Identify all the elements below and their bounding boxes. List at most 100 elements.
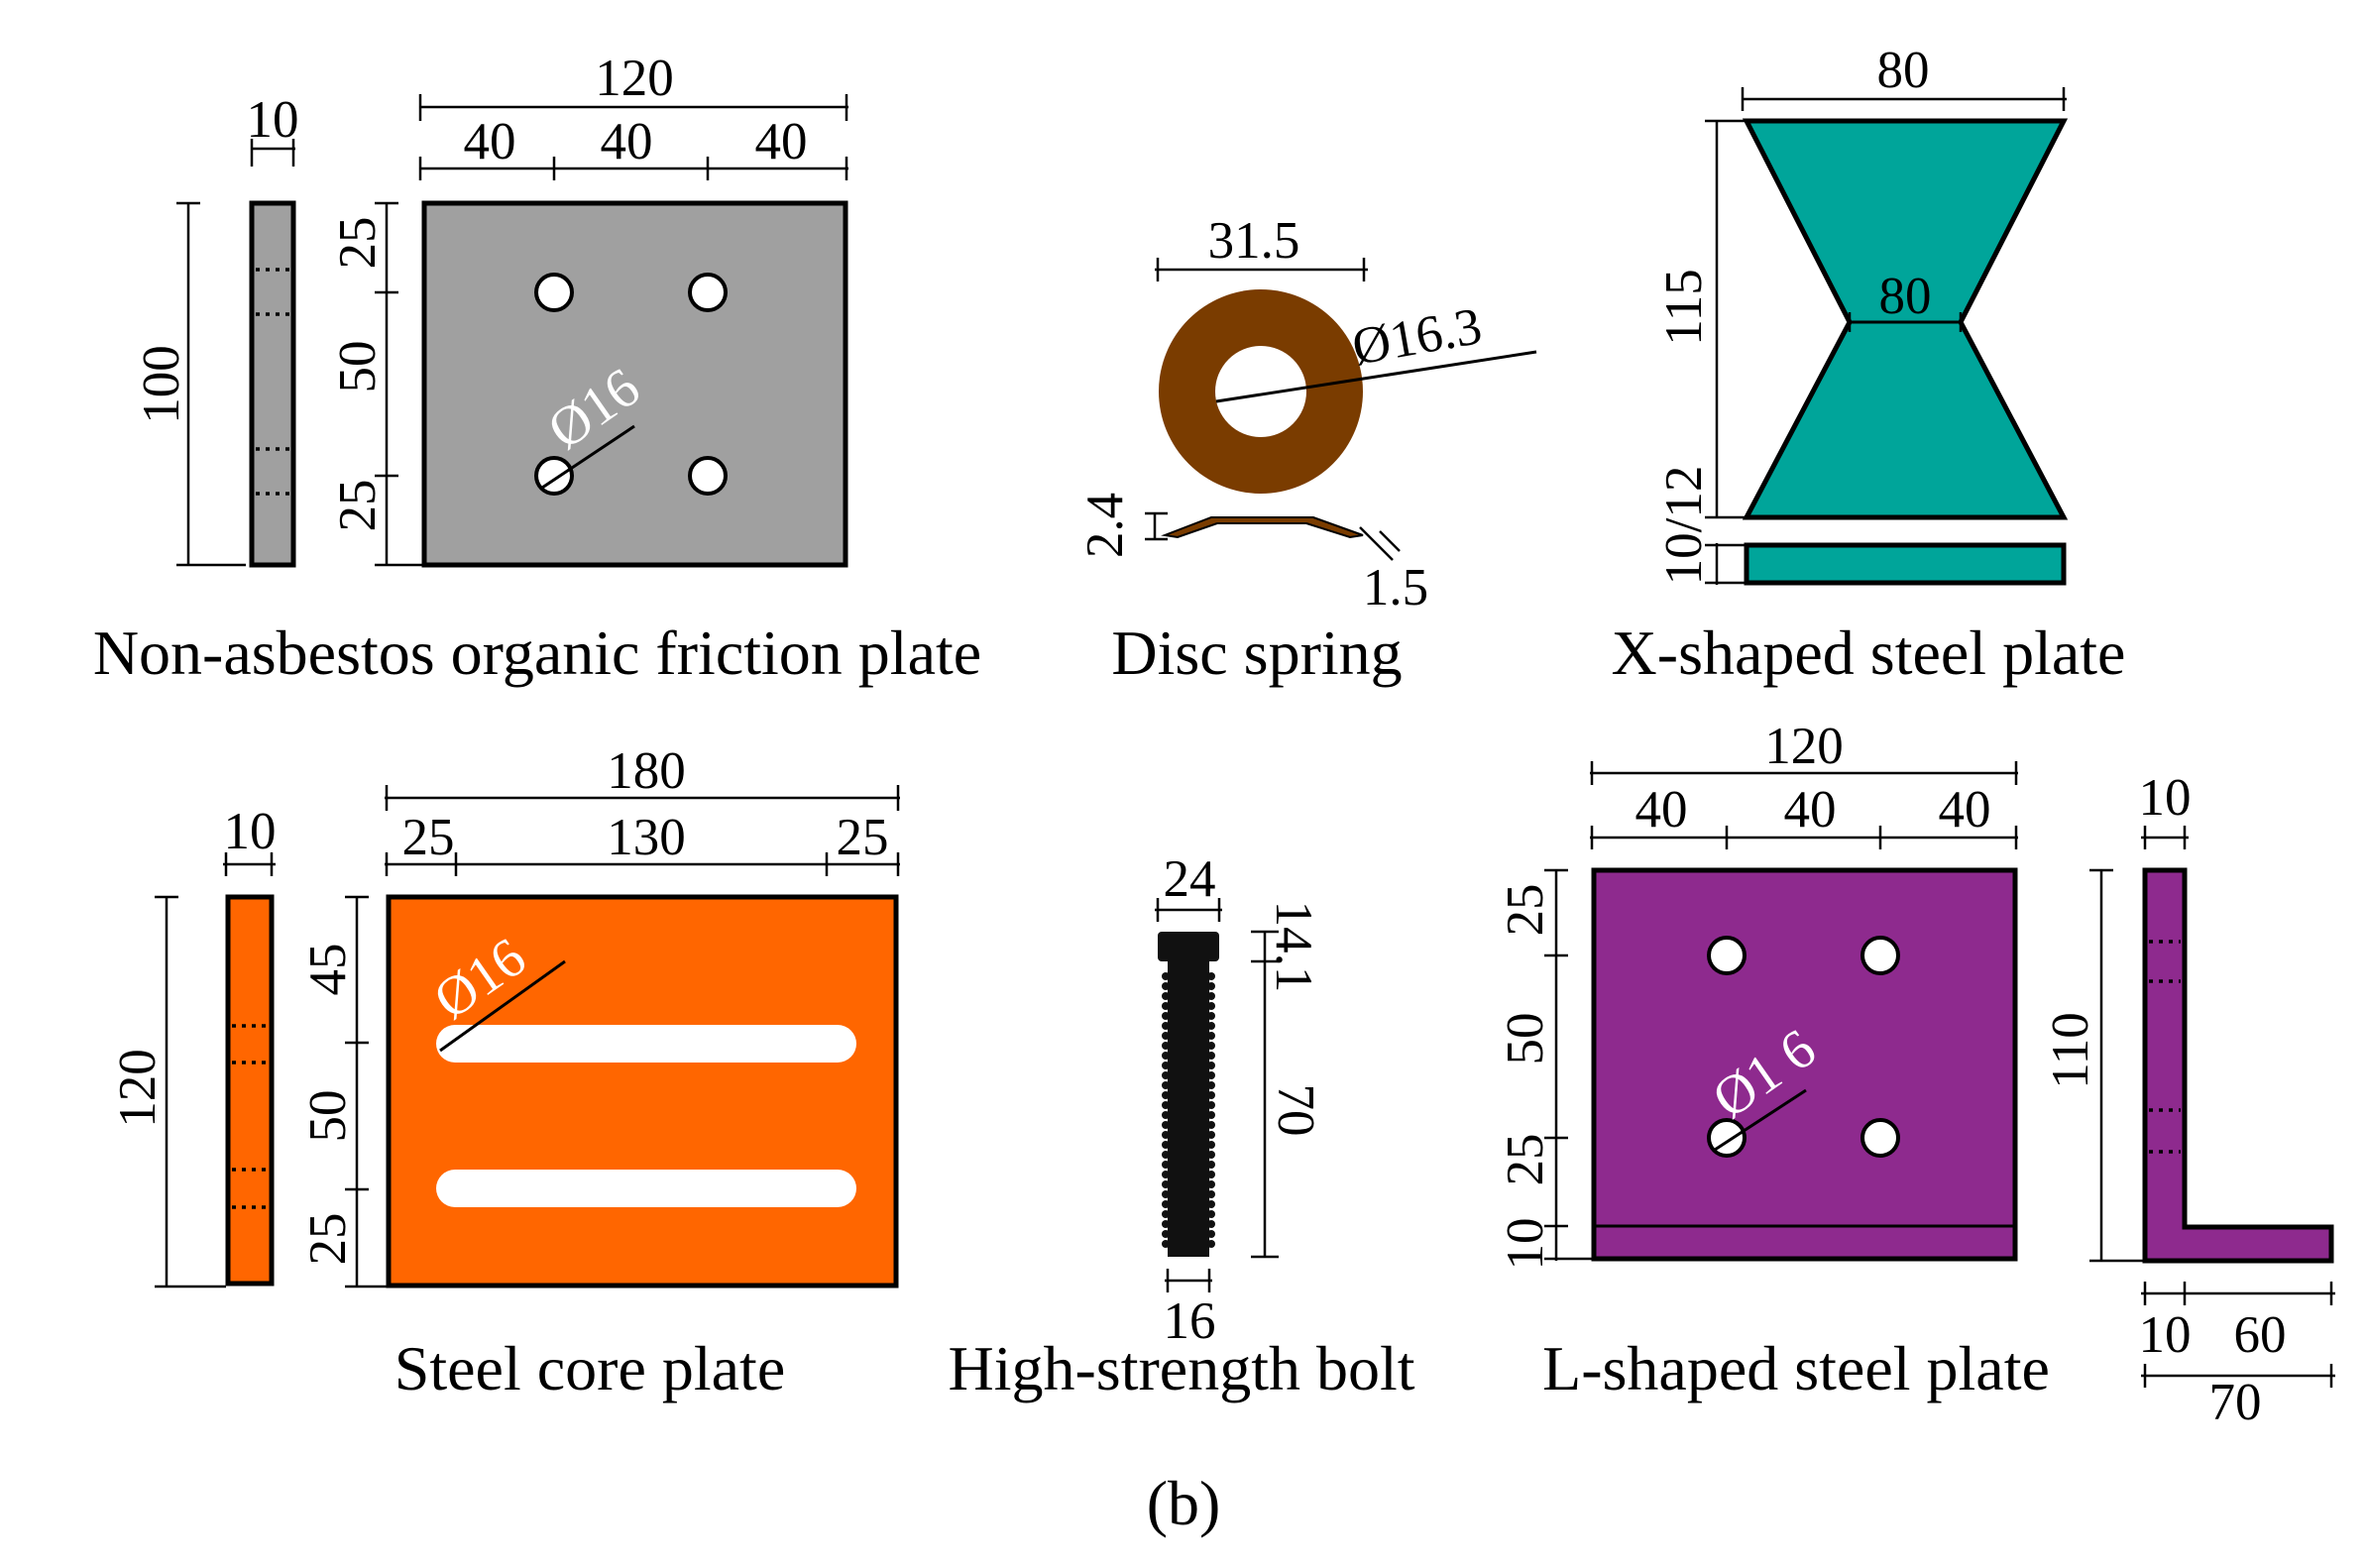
bolt-thread-tooth	[1162, 1111, 1170, 1119]
core-plate-vert-b: 50	[299, 1090, 357, 1143]
core-plate-group: 10 120 Ø16 180 25 130 25 45 50 25 Steel …	[109, 742, 900, 1403]
bolt-thread-tooth	[1207, 1131, 1215, 1139]
bolt-thread-tooth	[1207, 1081, 1215, 1089]
bolt-hole	[534, 456, 574, 496]
disc-spring-outer-dim: 31.5	[1208, 212, 1300, 270]
l-plate-side	[2142, 867, 2334, 1264]
bolt-hole	[534, 273, 574, 312]
bolt-thread-tooth	[1207, 1091, 1215, 1099]
bolt-thread-tooth	[1207, 1022, 1215, 1030]
bolt-hole	[1860, 936, 1900, 975]
bolt-thread	[1162, 972, 1215, 1248]
bolt-head-width-dim: 24	[1164, 850, 1216, 908]
friction-plate-thickness: 10	[247, 91, 299, 149]
disc-spring-caption: Disc spring	[1111, 617, 1402, 688]
bolt-hole	[1707, 936, 1747, 975]
bolt-thread-tooth	[1162, 972, 1170, 980]
bolt-group: 24 14.1 70 16 High-strength bolt	[948, 850, 1414, 1403]
core-plate-width-b: 130	[607, 809, 686, 866]
disc-spring-bore	[1215, 346, 1306, 437]
l-plate-vert-c: 25	[1497, 1134, 1554, 1186]
bolt-thread-tooth	[1207, 1042, 1215, 1050]
core-plate-vert-c: 25	[299, 1213, 357, 1266]
disc-spring-height-dim: 2.4	[1076, 493, 1134, 558]
bolt-thread-tooth	[1207, 1200, 1215, 1208]
l-plate-width-a: 40	[1635, 781, 1688, 839]
disc-spring-group: Ø16.3 31.5 2.4 1.5 Disc spring	[1076, 212, 1537, 688]
core-plate-front	[386, 894, 899, 1288]
friction-plate-front	[421, 200, 848, 568]
l-plate-vert-d: 10	[1497, 1218, 1554, 1271]
bolt-thread-tooth	[1162, 1141, 1170, 1149]
bolt-thread-tooth	[1162, 1022, 1170, 1030]
bolt-thread-tooth	[1207, 1062, 1215, 1069]
bolt-thread-tooth	[1207, 1230, 1215, 1238]
figure-label: (b)	[1147, 1468, 1221, 1538]
bolt-thread-tooth	[1207, 1121, 1215, 1129]
bolt-thread-tooth	[1162, 1240, 1170, 1248]
bolt-thread-tooth	[1162, 1081, 1170, 1089]
x-plate-top-dim: 80	[1877, 42, 1930, 99]
bolt-thread-tooth	[1207, 982, 1215, 990]
core-plate-width-c: 25	[837, 809, 889, 866]
bolt-thread-tooth	[1207, 1210, 1215, 1218]
bolt-thread-tooth	[1162, 1200, 1170, 1208]
x-plate-height-dim: 115	[1655, 269, 1713, 346]
friction-plate-side	[249, 200, 296, 568]
core-plate-slot	[436, 1170, 856, 1207]
core-plate-width-a: 25	[402, 809, 455, 866]
bolt-thread-tooth	[1207, 972, 1215, 980]
bolt-thread-tooth	[1162, 1171, 1170, 1178]
bolt-hole	[688, 456, 728, 496]
bolt-hole	[1860, 1118, 1900, 1158]
bolt-thread-tooth	[1207, 1052, 1215, 1060]
bolt-thread-tooth	[1207, 1111, 1215, 1119]
bolt-thread-tooth	[1162, 1220, 1170, 1228]
bolt-thread-tooth	[1207, 1141, 1215, 1149]
l-plate-height: 110	[2042, 1012, 2099, 1089]
l-plate-vert-b: 50	[1497, 1013, 1554, 1065]
bolt-thread-tooth	[1162, 992, 1170, 1000]
bolt-thread-tooth	[1207, 1190, 1215, 1198]
bolt-thread-tooth	[1162, 1101, 1170, 1109]
bolt-thread-tooth	[1162, 1042, 1170, 1050]
friction-plate-width-c: 40	[755, 113, 808, 170]
friction-plate-vert-b: 50	[329, 341, 387, 393]
friction-plate-width-total: 120	[595, 50, 674, 107]
bolt-thread-tooth	[1207, 1032, 1215, 1040]
bolt-length-dim: 70	[1267, 1084, 1324, 1137]
l-plate-leg-b: 60	[2234, 1306, 2287, 1364]
bolt-thread-tooth	[1162, 1071, 1170, 1079]
bolt-thread-tooth	[1207, 1161, 1215, 1169]
x-plate-thickness-dim: 10/12	[1655, 466, 1713, 586]
core-plate-width-total: 180	[607, 742, 686, 800]
bolt-shank-dim: 16	[1164, 1292, 1216, 1350]
bolt-thread-tooth	[1162, 982, 1170, 990]
bolt-thread-tooth	[1162, 1091, 1170, 1099]
l-plate-caption: L-shaped steel plate	[1542, 1333, 2050, 1403]
core-plate-height: 120	[109, 1049, 167, 1128]
l-plate-width-c: 40	[1939, 781, 1991, 839]
bolt-hole	[688, 273, 728, 312]
bolt-thread-tooth	[1162, 1210, 1170, 1218]
bolt-thread-tooth	[1162, 1190, 1170, 1198]
l-plate-width-total: 120	[1764, 718, 1844, 775]
disc-spring-profile	[1161, 516, 1364, 539]
friction-plate-vert-c: 25	[329, 480, 387, 532]
bolt-thread-tooth	[1207, 1071, 1215, 1079]
x-plate-side	[1744, 542, 2067, 586]
bolt-thread-tooth	[1162, 1121, 1170, 1129]
friction-plate-caption: Non-asbestos organic friction plate	[93, 617, 981, 688]
disc-spring-inner-dim: Ø16.3	[1348, 297, 1486, 377]
core-plate-vert-a: 45	[299, 944, 357, 996]
bolt-thread-tooth	[1162, 1131, 1170, 1139]
bolt-thread-tooth	[1162, 1151, 1170, 1159]
bolt-thread-tooth	[1162, 1032, 1170, 1040]
l-plate-group: Ø1 6 120 40 40 40 25 50 25 10 10	[1497, 718, 2335, 1431]
core-plate-thickness: 10	[224, 803, 277, 860]
l-plate-leg-total: 70	[2209, 1374, 2262, 1431]
bolt-thread-tooth	[1207, 1151, 1215, 1159]
bolt-thread-tooth	[1162, 1002, 1170, 1010]
friction-plate-group: 10 100 Ø16 120 40 40 40 25 50 25	[93, 50, 981, 688]
